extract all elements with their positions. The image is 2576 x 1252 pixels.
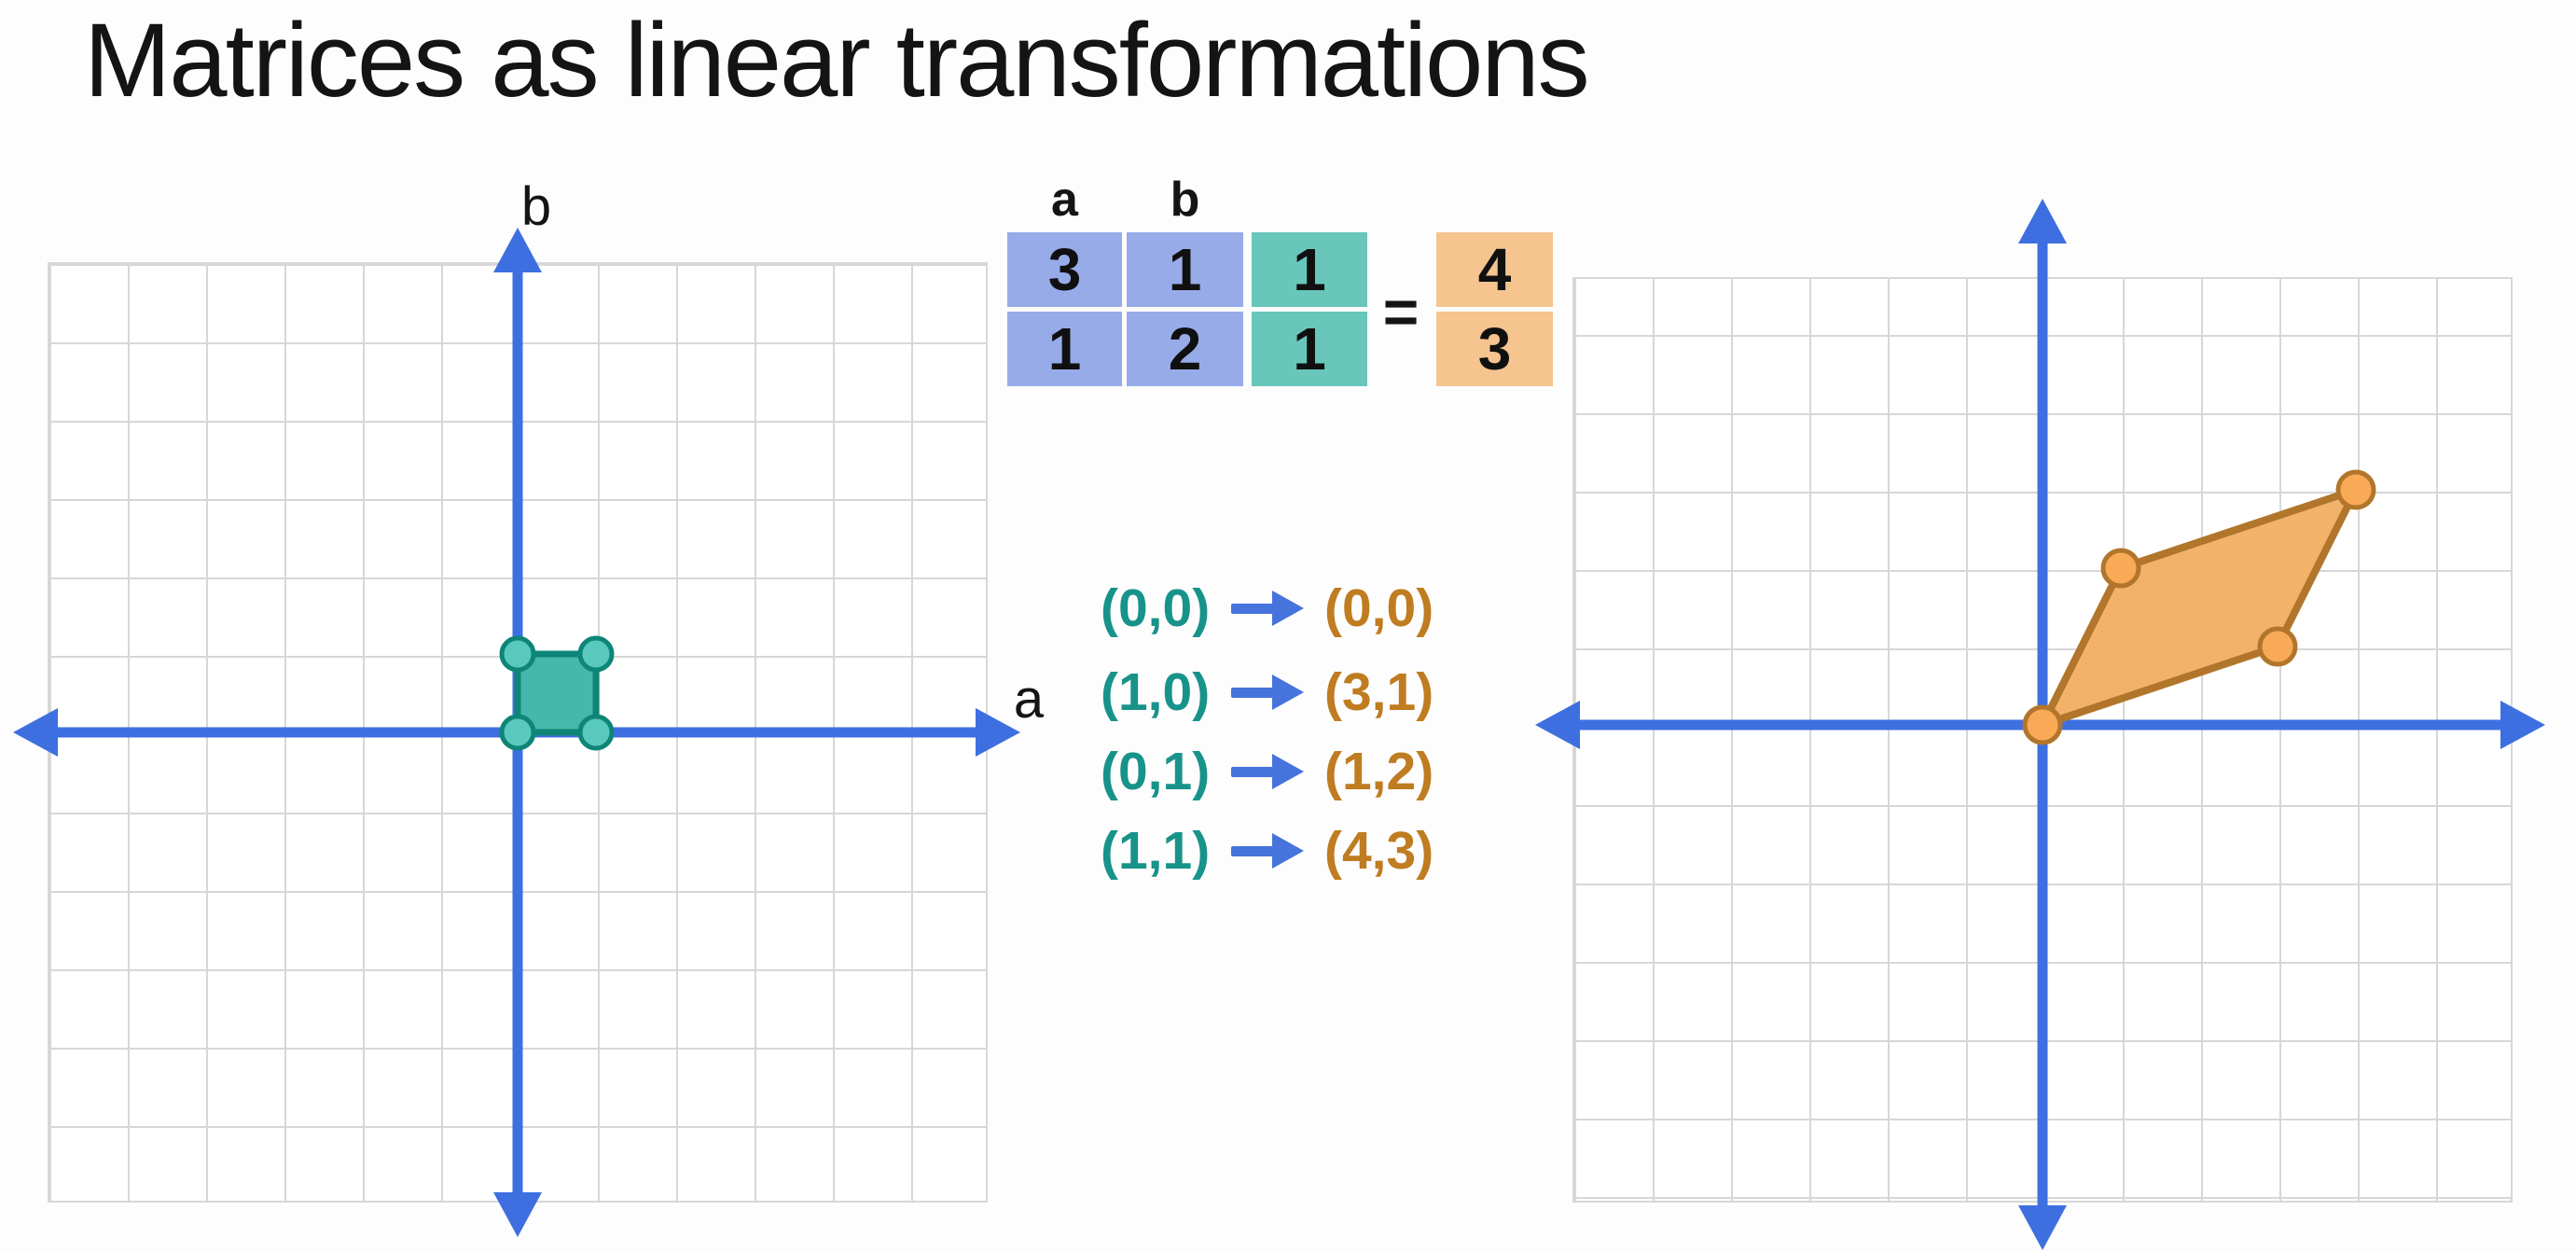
arrow-right-icon — [1231, 846, 1274, 856]
axis-arrowhead-up-icon — [493, 228, 542, 272]
arrow-right-icon — [1272, 833, 1304, 869]
arrow-right-icon — [1231, 767, 1274, 777]
matrix-col-header-a: a — [1051, 173, 1078, 227]
axis-arrowhead-down-icon — [2018, 1205, 2067, 1250]
parallelogram — [2039, 486, 2360, 729]
equals-sign: = — [1382, 277, 1420, 346]
mapping-to: (4,3) — [1324, 821, 1434, 881]
mapping-row: (1,0) (3,1) — [1101, 660, 1660, 725]
axis-arrowhead-up-icon — [2018, 199, 2067, 243]
result-vector-cell-r1: 4 — [1436, 232, 1553, 307]
parallelogram-vertex-dot — [2335, 469, 2376, 510]
parallelogram-vertex-dot — [2257, 626, 2298, 667]
mapping-from: (1,0) — [1101, 662, 1211, 722]
matrix-cell-r2c1: 1 — [1007, 312, 1122, 386]
matrix-cell-r1c2: 1 — [1127, 232, 1243, 307]
axis-arrowhead-left-icon — [13, 708, 58, 757]
arrow-right-icon — [1272, 754, 1304, 789]
y-axis-label-b: b — [520, 176, 552, 237]
unit-square-vertex-dot — [577, 635, 615, 673]
unit-square-vertex-dot — [499, 635, 536, 673]
mapping-from: (1,1) — [1101, 821, 1211, 881]
unit-square — [514, 650, 600, 736]
arrow-right-icon — [1231, 604, 1274, 614]
unit-square-vertex-dot — [499, 714, 536, 751]
axis-arrowhead-down-icon — [493, 1192, 542, 1237]
matrix-cell-r1c1: 3 — [1007, 232, 1122, 307]
mapping-from: (0,0) — [1101, 578, 1211, 638]
parallelogram-vertex-dot — [2022, 704, 2063, 745]
arrow-right-icon — [1272, 591, 1304, 626]
mapping-row: (0,1) (1,2) — [1101, 739, 1660, 804]
matrix-col-header-b: b — [1170, 173, 1200, 227]
arrow-right-icon — [1272, 675, 1304, 710]
input-vector-cell-r1: 1 — [1252, 232, 1367, 307]
mapping-from: (0,1) — [1101, 742, 1211, 801]
axis-arrowhead-right-icon — [976, 708, 1020, 757]
mapping-to: (1,2) — [1324, 742, 1434, 801]
matrix-cell-r2c2: 2 — [1127, 312, 1243, 386]
arrow-right-icon — [1231, 688, 1274, 698]
mapping-row: (0,0) (0,0) — [1101, 576, 1660, 641]
input-vector-cell-r2: 1 — [1252, 312, 1367, 386]
page-title: Matrices as linear transformations — [84, 2, 1590, 118]
axis-arrowhead-right-icon — [2500, 701, 2545, 749]
mapping-to: (0,0) — [1324, 578, 1434, 638]
parallelogram-vertex-dot — [2100, 548, 2141, 589]
x-axis-label-a: a — [1013, 669, 1045, 730]
unit-square-vertex-dot — [577, 714, 615, 751]
axis-arrowhead-left-icon — [1535, 701, 1580, 749]
mapping-row: (1,1) (4,3) — [1101, 818, 1660, 883]
mapping-to: (3,1) — [1324, 662, 1434, 722]
result-vector-cell-r2: 3 — [1436, 312, 1553, 386]
